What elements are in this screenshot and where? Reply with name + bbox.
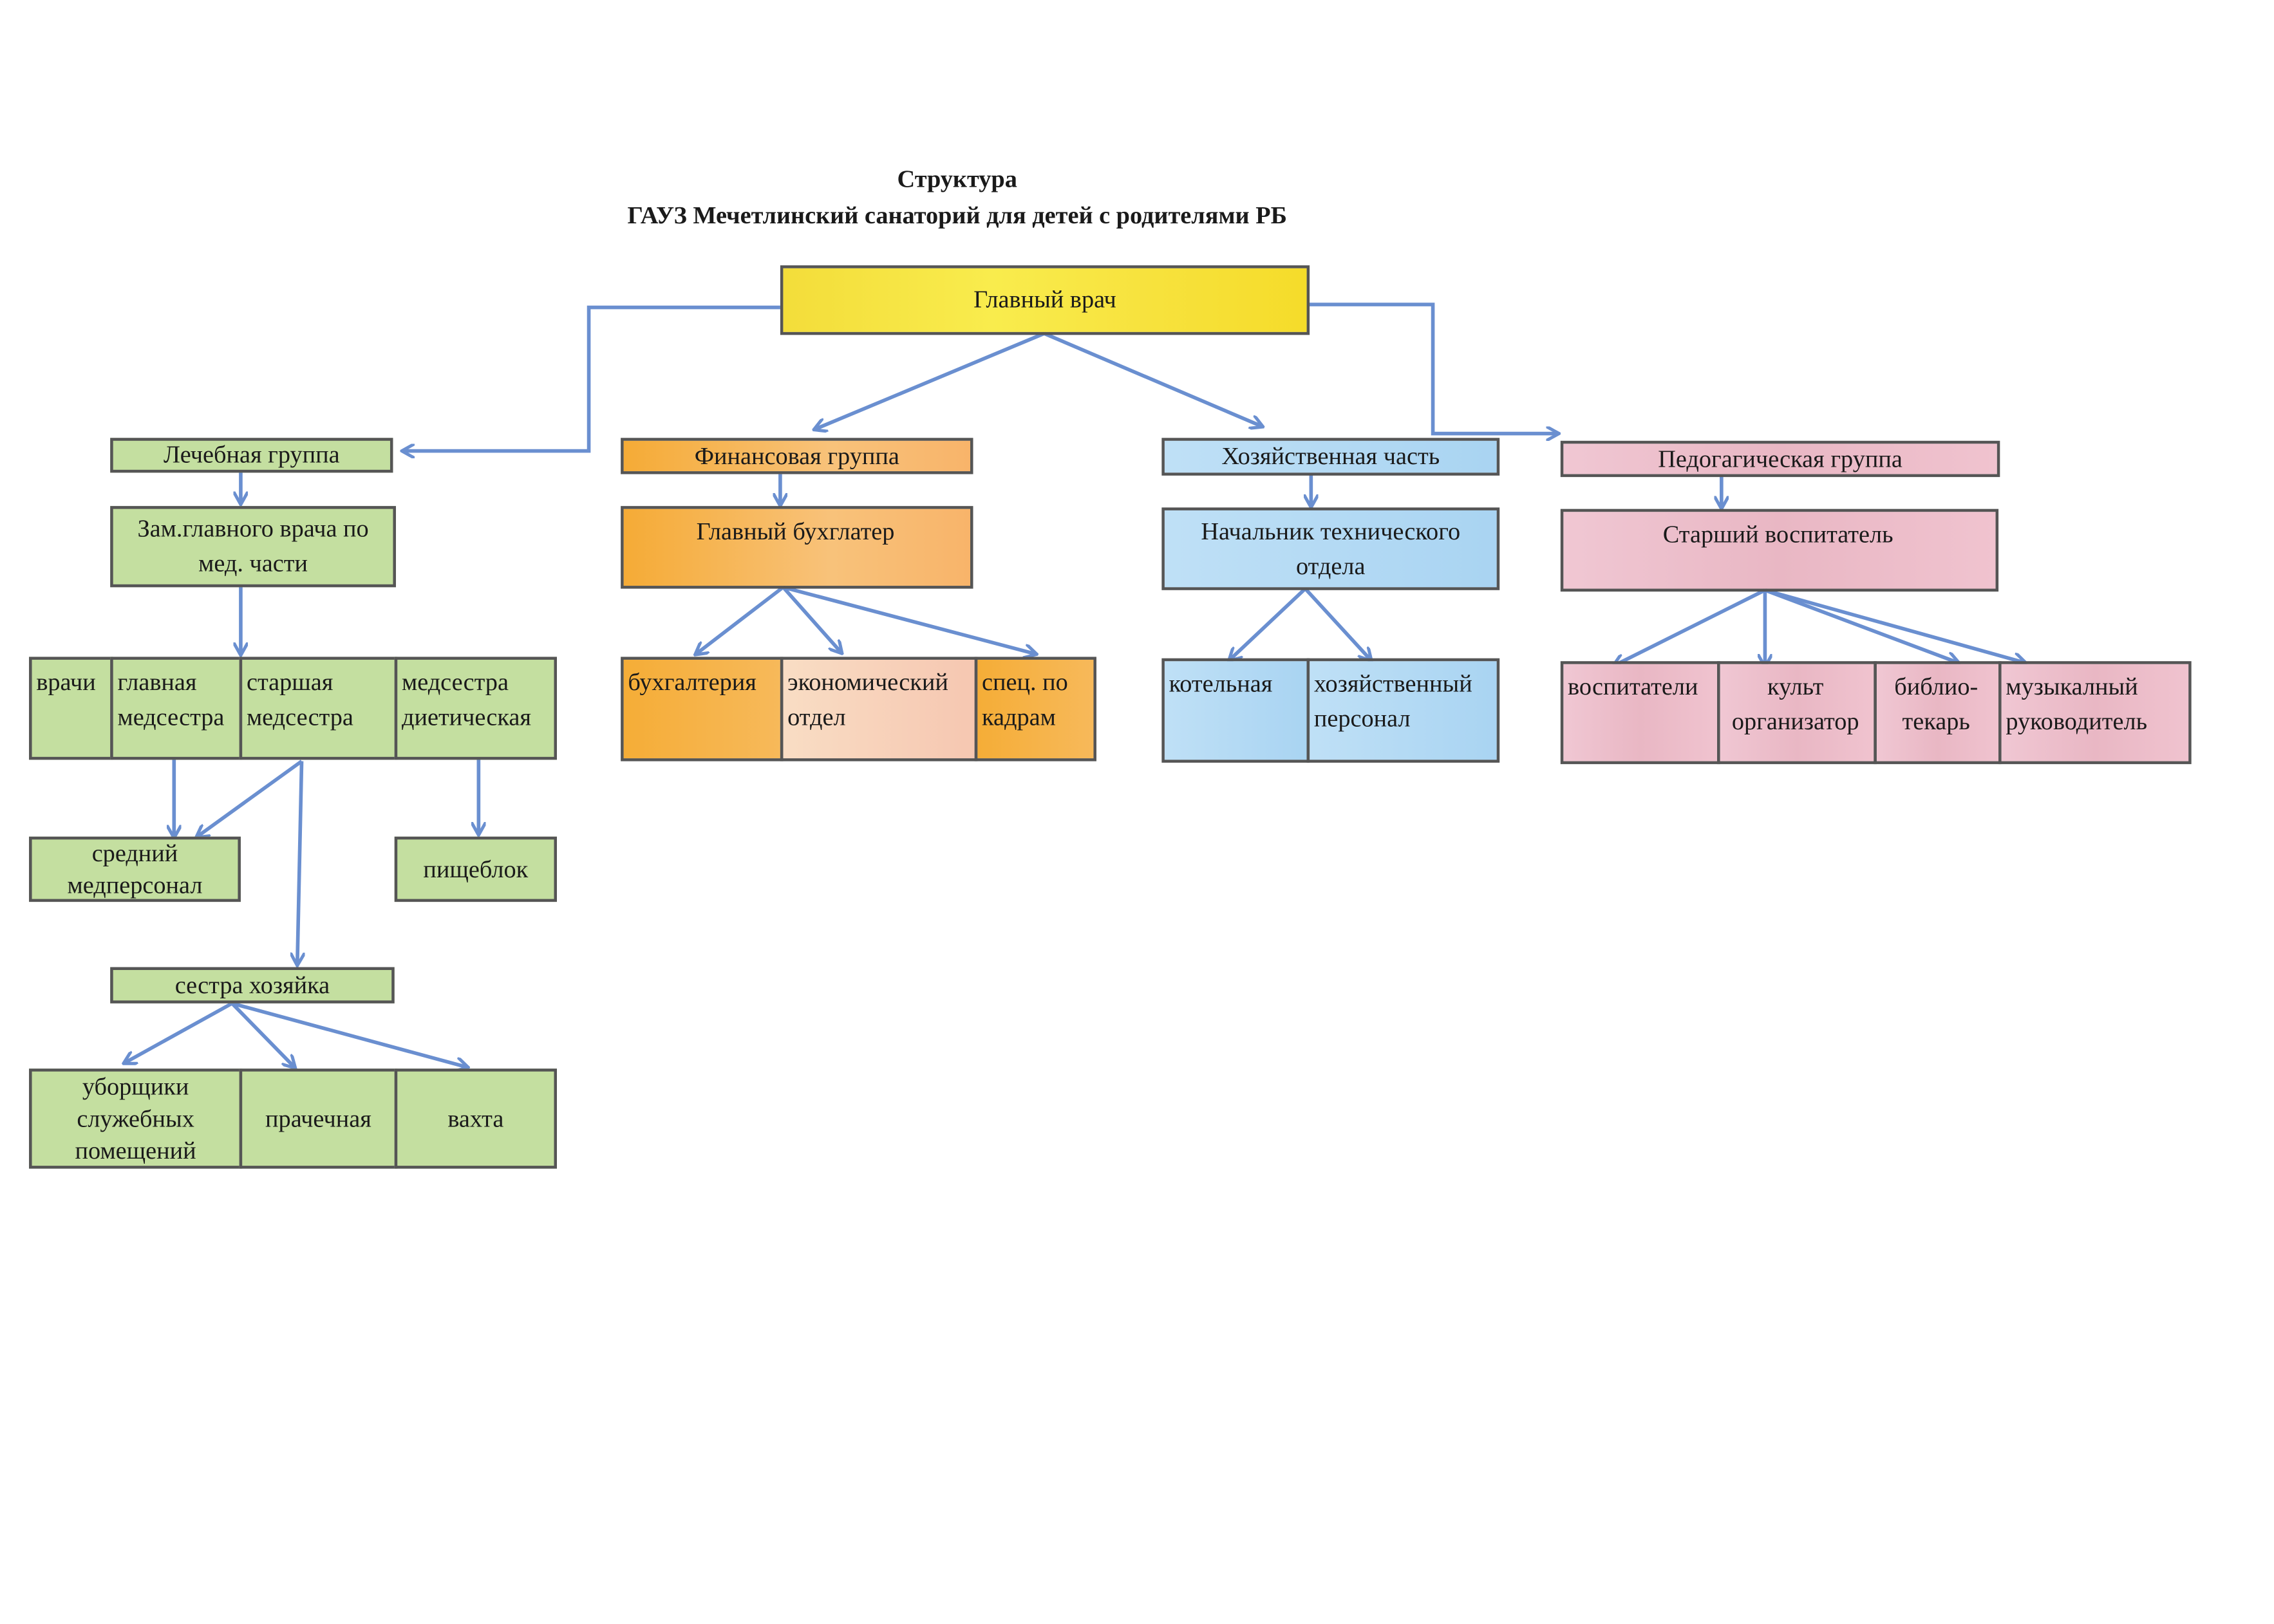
node-watch: вахта [394,1069,557,1169]
line-senior-librarian [1764,588,1958,663]
node-cleaners: уборщики служебных помещений [29,1069,243,1169]
node-educators: воспитатели [1560,661,1720,765]
node-music-director: музыкалный руководитель [1998,661,2192,765]
node-finance-group: Финансовая группа [621,438,973,474]
node-chief-accountant: Главный бухглатер [621,506,973,589]
node-economic-dept: экономический отдел [780,657,978,761]
line-chief-finance [815,331,1045,429]
node-boiler: котельная [1161,658,1310,763]
node-senior-educator: Старший воспитатель [1560,509,1999,592]
node-mid-staff: средний медперсонал [29,836,241,902]
node-household-staff: хозяйственный персонал [1306,658,1500,763]
node-laundry: прачечная [239,1069,398,1169]
node-culture-organizer: культ организатор [1717,661,1877,765]
node-chief-doctor: Главный врач [780,265,1310,335]
node-housekeeper: сестра хозяйка [110,967,395,1003]
line-tech-staff [1304,587,1370,660]
node-head-nurse: главная медсестра [110,657,243,760]
node-pedagogical-group: Педогагическая группа [1560,440,2000,478]
line-chief-medical [403,305,780,451]
node-doctors: врачи [29,657,113,760]
line-senior-educators [1614,588,1766,666]
chart-subtitle: ГАУЗ Мечетлинский санаторий для детей с … [627,201,1287,229]
node-diet-nurse: медсестра диетическая [394,657,557,760]
line-senior-music [1764,588,2024,663]
line-accountant-hr [782,585,1035,654]
node-tech-head: Начальник технического отдела [1161,507,1500,590]
node-accounting: бухгалтерия [621,657,784,761]
line-chief-pedagogical [1308,303,1557,433]
node-food-unit: пищеблок [394,836,557,902]
line-housekeeper-laundry [230,1002,294,1067]
line-senior-midstaff [197,760,303,837]
line-chief-household [1043,331,1262,426]
line-accountant-accounting [696,586,785,654]
line-accountant-economic [782,586,841,652]
node-senior-nurse: старшая медсестра [239,657,398,760]
node-household: Хозяйственная часть [1161,438,1500,476]
node-hr-specialist: спец. по кадрам [974,657,1096,761]
line-tech-boiler [1230,587,1307,660]
node-deputy-medical: Зам.главного врача по мед. части [110,506,396,588]
node-medical-group: Лечебная группа [110,438,393,473]
line-senior-housekeeper [297,761,302,964]
chart-title: Структура [897,165,1017,193]
node-librarian: библио-текарь [1874,661,2002,765]
line-housekeeper-cleaners [125,1002,233,1063]
line-housekeeper-watch [231,1002,467,1067]
